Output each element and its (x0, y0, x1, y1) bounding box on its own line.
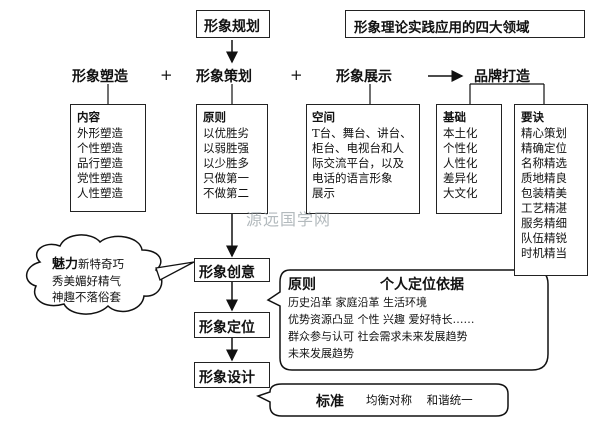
positioning-principle-title: 原则 (288, 277, 316, 293)
standard-label: 标准 (316, 394, 344, 410)
principle-title: 原则 (203, 110, 226, 124)
content-box: 内容 外形塑造 个性塑造 品行塑造 党性塑造 人性塑造 (70, 104, 146, 212)
key-title: 要诀 (521, 110, 544, 124)
charm-cloud-shape (26, 234, 163, 315)
step-design-box: 形象设计 (194, 362, 270, 388)
key-line: 队伍精锐 (521, 231, 567, 245)
positioning-bubble (266, 269, 549, 371)
space-line: 际交流平台，以及 (312, 156, 404, 170)
step-position-label: 形象定位 (199, 320, 255, 336)
charm-line: 秀美媚好精气 (52, 274, 121, 288)
step-design-label: 形象设计 (199, 370, 255, 386)
content-title: 内容 (77, 110, 100, 124)
content-line: 外形塑造 (77, 126, 123, 140)
cloud-pointer (155, 261, 195, 281)
positioning-line: 历史沿革 家庭沿革 生活环境 (288, 296, 427, 309)
basis-line: 人性化 (443, 156, 478, 170)
space-line: 电话的语言形象 (312, 171, 393, 185)
watermark: 源远国学网 (246, 210, 332, 229)
charm-cloud-text: 魅力新特奇巧 秀美媚好精气 神趣不落俗套 (52, 256, 124, 305)
key-line: 精心策划 (521, 126, 567, 140)
content-line: 个性塑造 (77, 141, 123, 155)
content-line: 党性塑造 (77, 171, 123, 185)
basis-line: 个性化 (443, 141, 478, 155)
step-creative-box: 形象创意 (194, 258, 270, 282)
principle-line: 不做第二 (203, 186, 249, 200)
space-line: 柜台、电视台和人 (312, 141, 404, 155)
principle-line: 以少胜多 (203, 156, 249, 170)
positioning-basis-title: 个人定位依据 (380, 277, 464, 293)
title-label: 形象理论实践应用的四大领域 (354, 20, 530, 36)
row-item-brand: 品牌打造 (474, 69, 530, 85)
positioning-line: 优势资源凸显 个性 兴趣 爱好特长…… (288, 313, 475, 326)
positioning-lines: 历史沿革 家庭沿革 生活环境 优势资源凸显 个性 兴趣 爱好特长…… 群众参与认… (288, 294, 475, 362)
step-position-box: 形象定位 (194, 312, 270, 338)
principle-box: 原则 以优胜劣 以弱胜强 以少胜多 只做第一 不做第二 (196, 104, 268, 214)
key-line: 精确定位 (521, 141, 567, 155)
charm-line: 新特奇巧 (78, 257, 125, 271)
step-creative-label: 形象创意 (199, 265, 255, 281)
principle-line: 以优胜劣 (203, 126, 249, 140)
key-line: 名称精选 (521, 156, 567, 170)
title-box: 形象理论实践应用的四大领域 (345, 10, 585, 38)
row-item-display: 形象展示 (336, 69, 392, 85)
key-box: 要诀 精心策划 精确定位 名称精选 质地精良 包装精美 工艺精湛 服务精细 队伍… (514, 104, 588, 276)
key-line: 包装精美 (521, 186, 567, 200)
key-line: 服务精细 (521, 216, 567, 230)
basis-box: 基础 本土化 个性化 人性化 差异化 大文化 (436, 104, 502, 214)
key-line: 时机精当 (521, 246, 567, 260)
charm-line: 神趣不落俗套 (52, 290, 121, 304)
basis-line: 差异化 (443, 171, 478, 185)
plus-sign-1: + (160, 66, 173, 84)
key-line: 工艺精湛 (521, 201, 567, 215)
content-line: 品行塑造 (77, 156, 123, 170)
standard-text: 均衡对称 和谐统一 (366, 393, 473, 407)
space-line: 展示 (312, 186, 335, 200)
top-plan-box: 形象规划 (196, 10, 270, 38)
top-plan-label: 形象规划 (204, 19, 260, 35)
space-box: 空间 T台、舞台、讲台、 柜台、电视台和人 际交流平台，以及 电话的语言形象 展… (306, 104, 420, 214)
basis-title: 基础 (443, 110, 466, 124)
plus-sign-2: + (290, 66, 303, 84)
content-line: 人性塑造 (77, 186, 123, 200)
space-line: T台、舞台、讲台、 (312, 126, 412, 140)
principle-line: 以弱胜强 (203, 141, 249, 155)
principle-line: 只做第一 (203, 171, 249, 185)
positioning-line: 群众参与认可 社会需求未来发展趋势 (288, 330, 468, 343)
space-title: 空间 (312, 110, 335, 124)
positioning-line: 未来发展趋势 (288, 347, 354, 360)
standard-bubble (256, 383, 509, 417)
row-item-strategy: 形象策划 (196, 69, 252, 85)
row-item-shaping: 形象塑造 (72, 69, 128, 85)
basis-line: 本土化 (443, 126, 478, 140)
charm-label: 魅力 (52, 257, 79, 272)
basis-line: 大文化 (443, 186, 478, 200)
key-line: 质地精良 (521, 171, 567, 185)
